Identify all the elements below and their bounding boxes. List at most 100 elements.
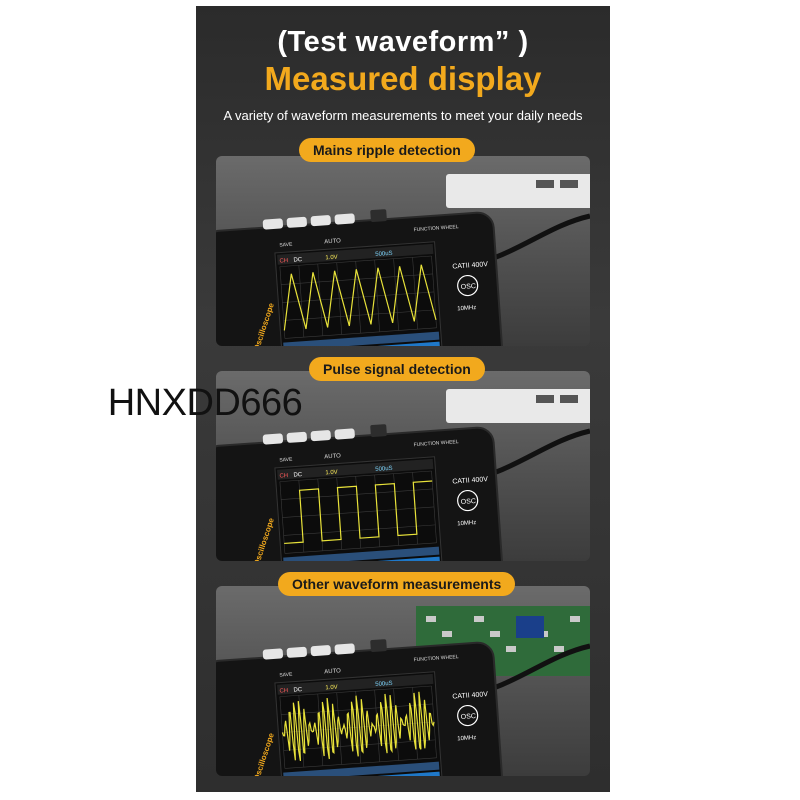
save-label: SAVE <box>279 672 293 679</box>
osc-label: OSC <box>461 283 477 291</box>
save-label: SAVE <box>279 457 293 464</box>
product-poster: (Test waveform” ) Measured display A var… <box>196 6 610 792</box>
coupling-label: DC <box>293 687 303 694</box>
oscilloscope-device: SAVE AUTO FUNCTION WHEEL CH DC 1.0V 500uS CATII… <box>216 209 503 346</box>
section-panel-mains: SAVE AUTO FUNCTION WHEEL CH DC 1.0V 500uS CATII… <box>216 156 590 346</box>
function-wheel <box>370 209 387 223</box>
power-strip-socket <box>536 395 554 403</box>
screen-grid-line <box>279 481 286 554</box>
section-panel-pulse: SAVE AUTO FUNCTION WHEEL CH DC 1.0V 500uS CATII… <box>216 371 590 561</box>
section-label-mains: Mains ripple detection <box>299 138 475 162</box>
poster-tagline: A variety of waveform measurements to me… <box>223 108 583 123</box>
device-button <box>310 645 331 657</box>
oscilloscope-device-image: SAVE AUTO FUNCTION WHEEL CH DC 1.0V 500uS CATII… <box>216 389 590 561</box>
volts-div-label: 1.0V <box>325 255 338 262</box>
auto-label: AUTO <box>324 453 341 460</box>
screen-status-bar <box>277 673 434 695</box>
poster-title: (Test waveform” ) <box>277 26 529 58</box>
osc-label: OSC <box>461 498 477 506</box>
board-component <box>490 631 500 637</box>
section-label-other: Other waveform measurements <box>278 572 516 596</box>
waveform-trace <box>283 264 437 331</box>
oscilloscope-device-image: SAVE AUTO FUNCTION WHEEL CH DC 1.0V 500uS CATII… <box>216 174 590 346</box>
screen-grid-line <box>279 255 432 267</box>
function-wheel-label: FUNCTION WHEEL <box>413 224 459 233</box>
device-button <box>262 648 284 660</box>
screen-grid-line <box>284 327 437 339</box>
bandwidth-label: 10MHz <box>457 520 476 527</box>
screen-grid-line <box>283 309 436 321</box>
rating-label: CATII 400V <box>452 261 488 270</box>
waveform-trace <box>284 480 433 545</box>
screen-grid-line <box>282 291 435 303</box>
oscilloscope-device: SAVE AUTO FUNCTION WHEEL CH DC 1.0V 500uS CATII… <box>216 424 503 561</box>
section-panel-other: SAVE AUTO FUNCTION WHEEL CH DC 1.0V 500uS CATII… <box>216 586 590 776</box>
screen-info-bar <box>283 331 440 346</box>
poster-subtitle: Measured display <box>264 60 542 97</box>
osc-label: OSC <box>461 713 477 721</box>
screen-grid-line <box>282 721 435 733</box>
waveform-trace <box>281 691 435 762</box>
device-button <box>334 213 355 225</box>
power-strip <box>446 174 590 208</box>
board-component <box>442 631 452 637</box>
osc-badge <box>457 489 479 512</box>
coupling-label: DC <box>293 257 303 264</box>
device-button <box>334 643 355 655</box>
function-wheel <box>370 424 387 438</box>
coupling-label: DC <box>293 472 303 479</box>
function-wheel-label: FUNCTION WHEEL <box>413 654 459 663</box>
board-chip <box>516 616 544 638</box>
volts-div-label: 1.0V <box>325 470 338 477</box>
device-button <box>262 433 284 445</box>
channel-label: CH <box>279 258 288 265</box>
device-button <box>286 646 307 658</box>
screen-grid-line <box>281 273 433 285</box>
channel-label: CH <box>279 688 288 695</box>
device-button <box>310 215 331 227</box>
screen-info-bar <box>283 546 440 561</box>
device-button <box>310 430 331 442</box>
time-div-label: 500uS <box>375 251 393 258</box>
device-button <box>334 428 355 440</box>
screen-grid-line <box>279 685 432 697</box>
rating-label: CATII 400V <box>452 476 488 485</box>
power-strip-socket <box>560 395 578 403</box>
channel-label: CH <box>279 473 288 480</box>
osc-badge <box>457 704 479 727</box>
volts-div-label: 1.0V <box>325 685 338 692</box>
board-component <box>474 616 484 622</box>
power-strip <box>446 389 590 423</box>
device-button <box>286 431 307 443</box>
board-component <box>570 616 580 622</box>
screen-grid-line <box>284 757 437 769</box>
screen-grid-line <box>279 470 432 482</box>
device-button <box>262 218 284 230</box>
screen-info-bar <box>283 761 440 776</box>
board-component <box>554 646 564 652</box>
screen-grid-line <box>279 266 286 339</box>
oscilloscope-device: SAVE AUTO FUNCTION WHEEL CH DC 1.0V 500uS CATII… <box>216 639 503 776</box>
function-wheel-label: FUNCTION WHEEL <box>413 439 459 448</box>
bandwidth-label: 10MHz <box>457 305 476 312</box>
auto-label: AUTO <box>324 668 341 675</box>
board-component <box>426 616 436 622</box>
osc-badge <box>457 274 479 297</box>
screen-status-bar <box>277 458 434 480</box>
power-strip-socket <box>536 180 554 188</box>
device-button <box>286 216 307 228</box>
rating-label: CATII 400V <box>452 691 488 700</box>
time-div-label: 500uS <box>375 681 393 688</box>
bandwidth-label: 10MHz <box>457 735 476 742</box>
watermark-text: HNXDD666 <box>107 382 303 424</box>
screen-status-bar <box>277 243 434 265</box>
board-component <box>506 646 516 652</box>
auto-label: AUTO <box>324 238 341 245</box>
power-strip-socket <box>560 180 578 188</box>
function-wheel <box>370 639 387 653</box>
screen-grid-line <box>283 739 436 751</box>
screen-grid-line <box>284 542 437 554</box>
time-div-label: 500uS <box>375 466 393 473</box>
oscilloscope-device-image: SAVE AUTO FUNCTION WHEEL CH DC 1.0V 500uS CATII… <box>216 606 590 776</box>
save-label: SAVE <box>279 242 293 249</box>
